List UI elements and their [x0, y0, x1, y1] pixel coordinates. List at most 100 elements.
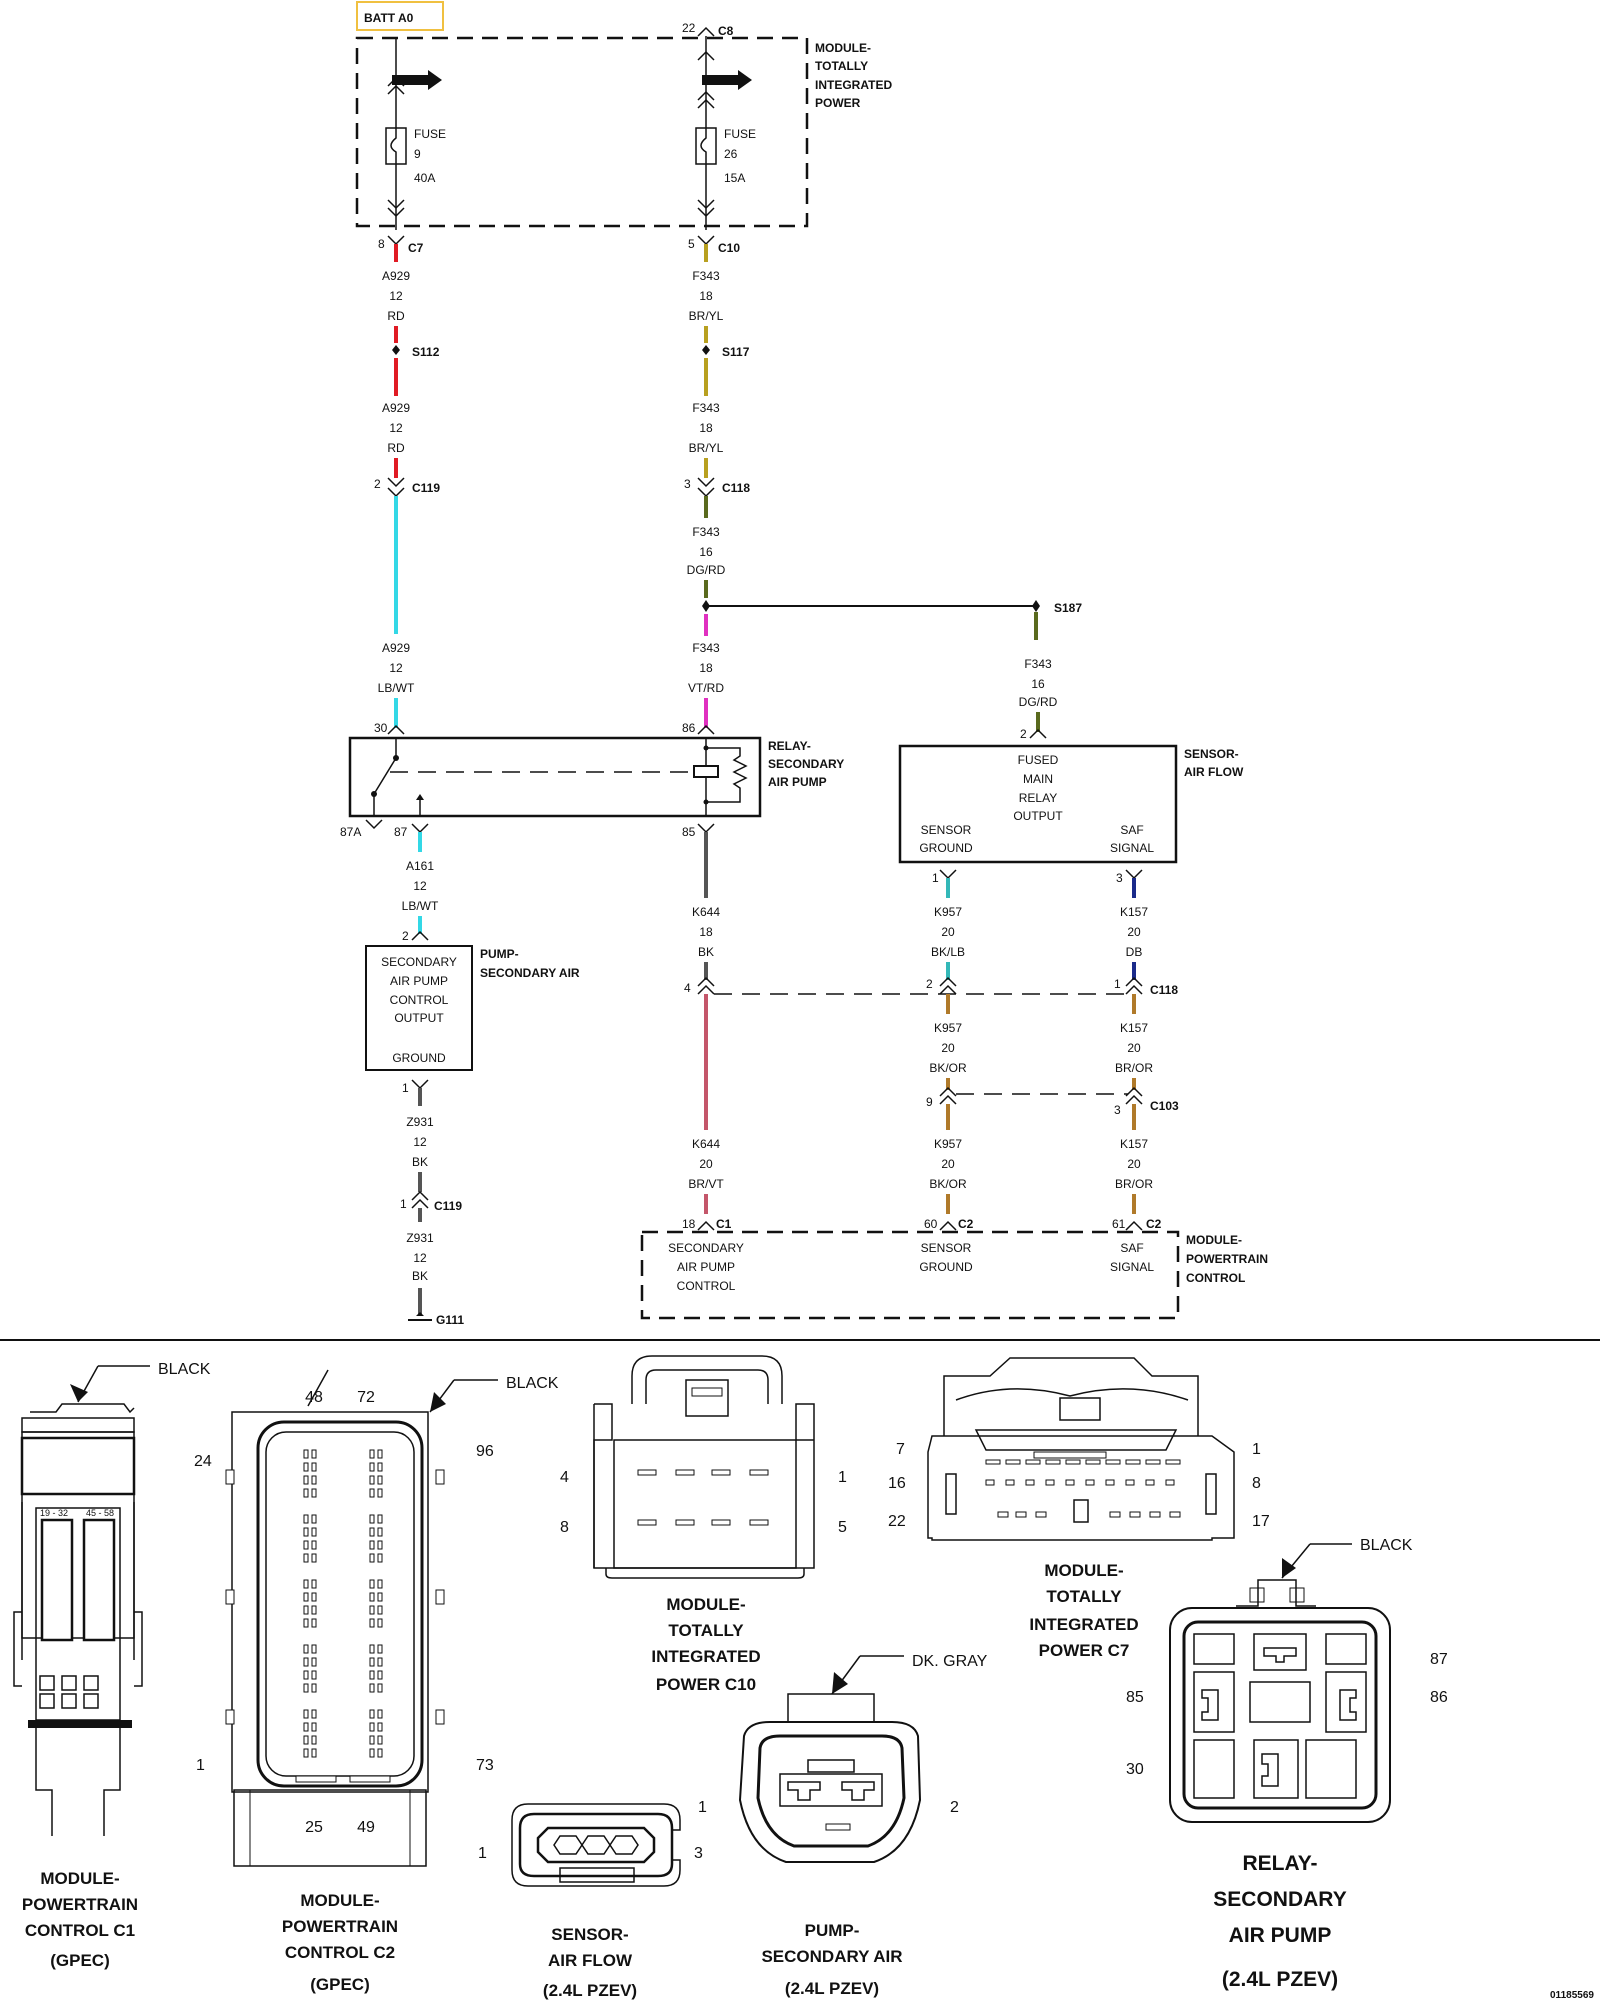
svg-text:K157: K157	[1120, 905, 1148, 919]
pump-conn-pin-2: 2	[950, 1799, 959, 1816]
pin-cavity	[369, 1462, 375, 1472]
svg-text:LB/WT: LB/WT	[402, 899, 439, 913]
tip-right-chevrons	[697, 50, 715, 109]
svg-text:MODULE-: MODULE-	[1044, 1561, 1123, 1580]
svg-text:BR/OR: BR/OR	[1115, 1177, 1153, 1191]
pin-cavity	[369, 1488, 375, 1498]
c119-top-terminal	[387, 477, 405, 498]
pcm-title: MODULE- POWERTRAIN CONTROL	[1186, 1233, 1268, 1285]
relay-conn-pin-85: 85	[1126, 1689, 1144, 1706]
pin-cavity	[311, 1579, 317, 1589]
svg-text:PUMP-: PUMP-	[805, 1921, 860, 1940]
svg-text:K957: K957	[934, 905, 962, 919]
wire-k157-label-1: K157 20 DB	[1120, 905, 1148, 959]
tip-c7-pin-array	[985, 1459, 1181, 1518]
svg-text:VT/RD: VT/RD	[688, 681, 724, 695]
pin-cavity	[369, 1722, 375, 1732]
pcm-c1-pin: 18	[682, 1217, 696, 1231]
pin-cavity	[311, 1592, 317, 1602]
pump-box	[365, 945, 473, 1071]
relay-title: RELAY- SECONDARY AIR PUMP	[768, 739, 844, 789]
pin-cavity	[377, 1748, 383, 1758]
svg-text:A161: A161	[406, 859, 434, 873]
svg-text:MODULE-: MODULE-	[1186, 1233, 1242, 1247]
wire-k644-label-2: K644 20 BR/VT	[688, 1137, 724, 1191]
pin-cavity	[311, 1449, 317, 1459]
pin-cavity	[303, 1462, 309, 1472]
svg-text:CONTROL: CONTROL	[677, 1279, 736, 1293]
tip-c7-pin-1: 1	[1252, 1441, 1261, 1458]
wire-k157-label-2: K157 20 BR/OR	[1115, 1021, 1153, 1075]
svg-text:A929: A929	[382, 641, 410, 655]
svg-text:GROUND: GROUND	[919, 1260, 973, 1274]
pin-cavity	[311, 1540, 317, 1550]
splice-s187-dot	[1032, 600, 1040, 612]
relay-box	[348, 736, 762, 818]
pcm-c2-pin-73: 73	[476, 1757, 494, 1774]
pcm-c2-pin-48: 48	[305, 1389, 323, 1406]
pin-cavity	[377, 1514, 383, 1524]
splice-s112-dot	[392, 345, 400, 355]
svg-text:CONTROL C1: CONTROL C1	[25, 1921, 135, 1940]
svg-text:GROUND: GROUND	[392, 1051, 446, 1065]
svg-text:POWER: POWER	[815, 96, 861, 110]
wire-k957-label-2: K957 20 BK/OR	[929, 1021, 967, 1075]
relay-resistor-icon	[706, 747, 748, 803]
svg-text:BK/LB: BK/LB	[931, 945, 965, 959]
pin-cavity	[311, 1644, 317, 1654]
pin-cavity	[311, 1527, 317, 1537]
pin-cavity	[1045, 1479, 1055, 1486]
pin-cavity	[303, 1735, 309, 1745]
tip-c10-caption: MODULE- TOTALLY INTEGRATED POWER C10	[651, 1595, 760, 1694]
pcm-c2a-label: C2	[958, 1217, 974, 1231]
pin-cavity	[303, 1748, 309, 1758]
relay-pin87a-terminal	[365, 819, 383, 830]
fuse-26-number: 26	[724, 147, 738, 161]
relay-conn-pin-86: 86	[1430, 1689, 1448, 1706]
svg-text:12: 12	[413, 879, 427, 893]
pump-pin-2: 2	[402, 929, 409, 943]
pin-cavity	[311, 1657, 317, 1667]
pin-cavity	[1105, 1459, 1121, 1465]
c118-row-left-terminal	[697, 976, 715, 995]
pin-cavity	[369, 1475, 375, 1485]
svg-text:A929: A929	[382, 401, 410, 415]
svg-text:16: 16	[699, 545, 713, 559]
svg-text:TOTALLY: TOTALLY	[815, 59, 868, 73]
relay-coil-icon	[693, 765, 719, 778]
pin-cavity	[1145, 1479, 1155, 1486]
svg-text:INTEGRATED: INTEGRATED	[1029, 1615, 1138, 1634]
pin-cavity	[1005, 1459, 1021, 1465]
svg-text:TOTALLY: TOTALLY	[1046, 1587, 1122, 1606]
tip-c7-caption: MODULE- TOTALLY INTEGRATED POWER C7	[1029, 1561, 1138, 1660]
pin-cavity	[1149, 1511, 1161, 1518]
pin-cavity	[1085, 1459, 1101, 1465]
pump-pin1-terminal	[411, 1079, 429, 1090]
svg-text:INTEGRATED: INTEGRATED	[815, 78, 892, 92]
pin-cavity	[1145, 1459, 1161, 1465]
svg-text:RD: RD	[387, 441, 405, 455]
tip-right-lower-chevrons	[697, 199, 715, 218]
fuse-26-element	[700, 128, 707, 164]
pin-cavity	[303, 1683, 309, 1693]
svg-text:DG/RD: DG/RD	[1019, 695, 1058, 709]
pin-cavity	[1065, 1459, 1081, 1465]
tip-c10-pin-5: 5	[838, 1519, 847, 1536]
svg-text:BR/YL: BR/YL	[689, 441, 724, 455]
svg-text:20: 20	[941, 925, 955, 939]
pcm-c2b-terminal	[1125, 1220, 1143, 1231]
pin-cavity	[369, 1644, 375, 1654]
splice-s117-dot	[702, 345, 710, 355]
svg-text:AIR PUMP: AIR PUMP	[677, 1260, 735, 1274]
pin-cavity	[377, 1657, 383, 1667]
svg-text:AIR PUMP: AIR PUMP	[390, 974, 448, 988]
pin-cavity	[1025, 1479, 1035, 1486]
pin-cavity	[303, 1553, 309, 1563]
saf-pin-1: 1	[932, 871, 939, 885]
svg-text:12: 12	[413, 1135, 427, 1149]
wire-z931-label-1: Z931 12 BK	[406, 1115, 434, 1169]
svg-text:AIR PUMP: AIR PUMP	[1229, 1924, 1332, 1947]
svg-text:F343: F343	[1024, 657, 1052, 671]
svg-text:Z931: Z931	[406, 1115, 434, 1129]
pin-cavity	[369, 1709, 375, 1719]
